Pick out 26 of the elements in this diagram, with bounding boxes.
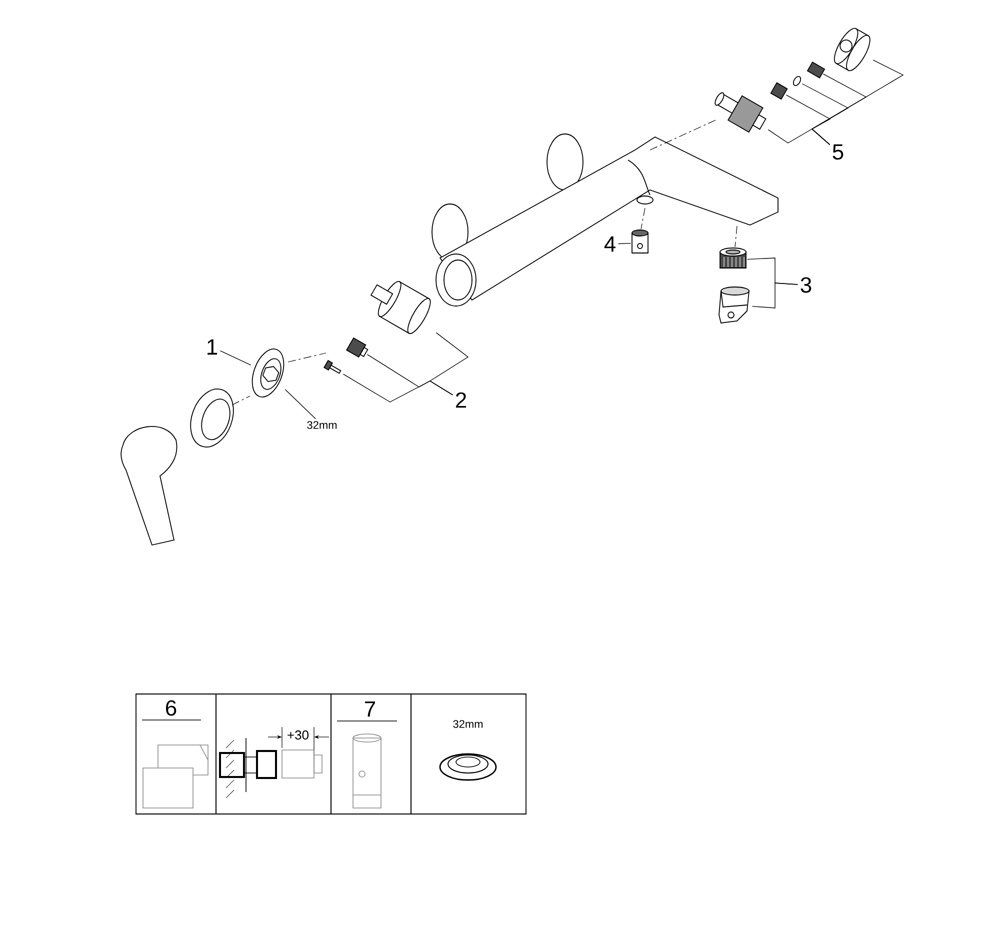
callout-number: 4 xyxy=(604,236,616,252)
leader-line xyxy=(811,60,904,145)
fitting-drawing xyxy=(632,230,648,254)
washer-drawing xyxy=(792,76,802,86)
ring-nut-drawing xyxy=(252,348,284,398)
pin-drawing xyxy=(806,62,826,78)
callout-number: 1 xyxy=(208,339,218,355)
callout-number: 5 xyxy=(832,144,844,160)
size-label: 32mm xyxy=(307,421,337,429)
leader-line xyxy=(752,282,798,308)
leader-line xyxy=(284,389,316,420)
callout-number: 3 xyxy=(800,277,812,293)
valve-drawing xyxy=(714,92,766,133)
aerator-drawing xyxy=(720,248,746,268)
cartridge-drawing xyxy=(370,280,431,334)
leader-line xyxy=(618,242,632,244)
cap-drawing xyxy=(834,28,870,72)
accessory-number: 7 xyxy=(365,701,376,717)
callout-number: 2 xyxy=(456,392,466,408)
nut-drawing xyxy=(770,82,788,100)
dimension-label: +30 xyxy=(286,729,310,741)
accessory-number: 6 xyxy=(166,700,176,716)
size-label: 32mm xyxy=(453,720,483,728)
leader-line xyxy=(220,350,252,366)
aerator-housing-drawing xyxy=(718,286,750,324)
leader-line xyxy=(342,374,454,402)
